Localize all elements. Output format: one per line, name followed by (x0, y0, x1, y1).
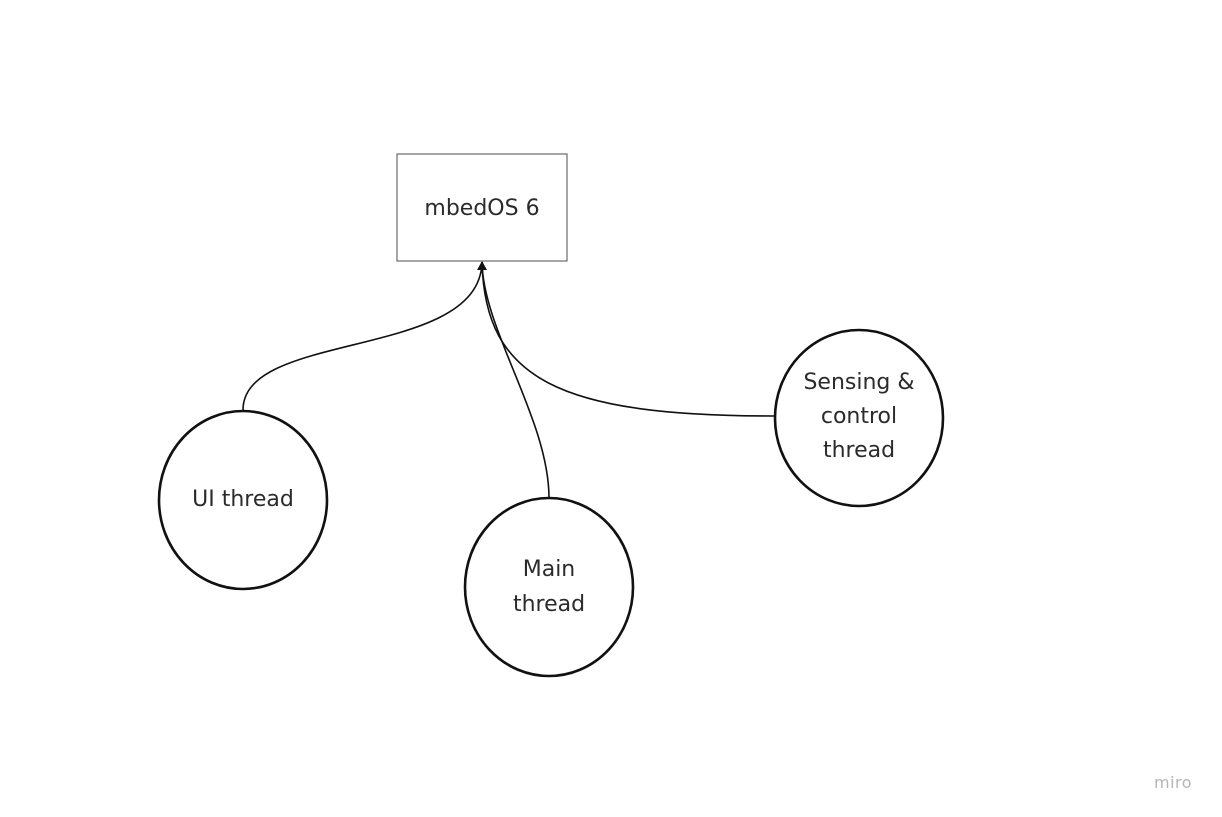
node-ui-thread[interactable]: UI thread (157, 409, 329, 591)
node-sensing-label-line-2: control (821, 404, 897, 429)
arrowhead-icon (477, 261, 487, 270)
node-ui-thread-label: UI thread (192, 487, 294, 512)
connector-ui-to-mbedos[interactable] (242, 261, 483, 411)
node-sensing-control-thread[interactable]: Sensing & control thread (773, 328, 945, 508)
node-main-thread-label-line-1: Main (523, 557, 576, 582)
connector-main-to-mbedos[interactable] (481, 261, 550, 499)
node-mbedos-label: mbedOS 6 (424, 196, 539, 221)
miro-watermark: miro (1154, 773, 1193, 792)
node-main-thread-label-line-2: thread (513, 592, 585, 617)
connector-sensing-to-mbedos[interactable] (481, 261, 776, 417)
node-mbedos[interactable]: mbedOS 6 (396, 153, 568, 262)
node-main-thread[interactable]: Main thread (463, 496, 635, 678)
node-sensing-label-line-1: Sensing & (803, 370, 914, 395)
node-sensing-label-line-3: thread (823, 438, 895, 463)
